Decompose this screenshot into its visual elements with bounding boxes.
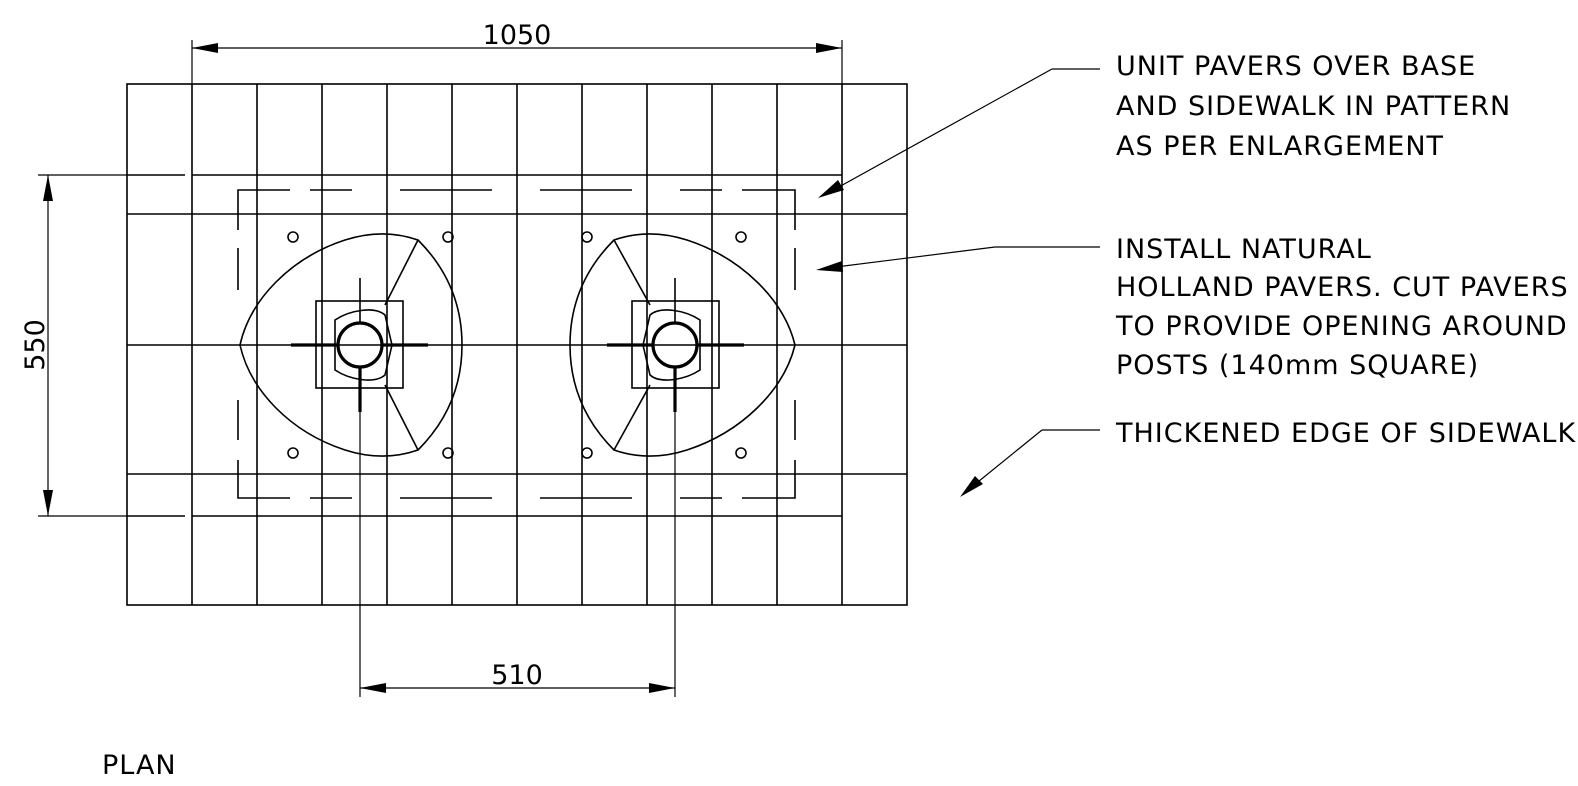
dimension-label-1050: 1050 bbox=[483, 20, 552, 51]
note-thickened-edge: THICKENED EDGE OF SIDEWALK bbox=[1115, 418, 1576, 449]
dimension-overall-width: 1050 bbox=[191, 20, 843, 84]
dimension-post-spacing: 510 bbox=[359, 412, 676, 697]
note-natural-pavers: INSTALL NATURAL HOLLAND PAVERS. CUT PAVE… bbox=[1115, 234, 1578, 381]
footing-outline bbox=[127, 174, 842, 517]
anchor-holes bbox=[287, 231, 747, 459]
post-right bbox=[569, 233, 796, 457]
view-title: PLAN bbox=[102, 750, 177, 781]
leader-thickened-edge bbox=[960, 429, 1100, 497]
note-unit-pavers: UNIT PAVERS OVER BASE AND SIDEWALK IN PA… bbox=[1116, 51, 1521, 162]
dimension-label-510: 510 bbox=[491, 660, 543, 691]
post-left bbox=[239, 233, 463, 457]
dimension-overall-depth: 550 bbox=[20, 174, 127, 517]
paver-cross-joints bbox=[127, 213, 907, 475]
leader-natural-pavers bbox=[816, 246, 1100, 272]
dimension-label-550: 550 bbox=[20, 319, 51, 371]
leader-unit-pavers bbox=[818, 68, 1100, 198]
paver-field bbox=[126, 83, 908, 606]
